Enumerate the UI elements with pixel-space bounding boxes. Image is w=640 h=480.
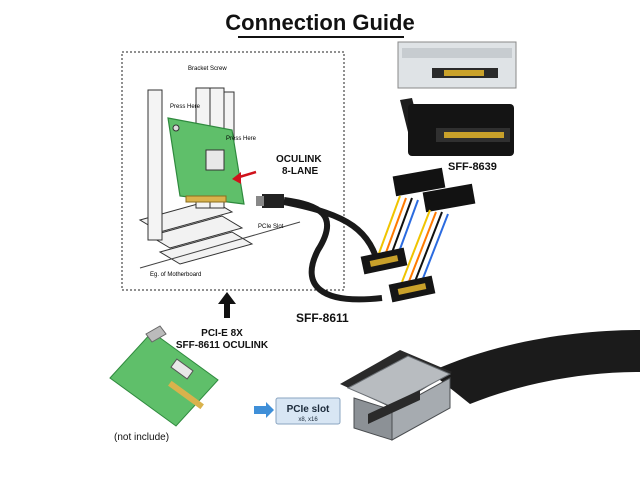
- press-arrow: [232, 170, 257, 184]
- oculink-plug-photo: [340, 330, 640, 441]
- press-here-top-label: Press Here: [170, 104, 201, 110]
- sff8611-splitter: [360, 167, 476, 303]
- pcie-slot-badge-sub: x8, x16: [298, 417, 318, 423]
- sff8639-connector: [397, 41, 517, 156]
- sff8611-oculink-label: SFF-8611 OCULINK: [176, 340, 269, 351]
- pcie-slot-diagram-label: PCIe Slot: [258, 224, 284, 230]
- pcie-slot-badge-main: PCIe slot: [287, 404, 330, 415]
- dashed-frame: [121, 51, 345, 291]
- sff8611-label: SFF-8611: [296, 311, 349, 325]
- pcie-card: [167, 117, 245, 205]
- up-arrow: [218, 292, 236, 318]
- adapter-card-photo: [109, 325, 219, 427]
- press-here-right-label: Press Here: [226, 136, 257, 142]
- bracket-screw-label: Bracket Screw: [188, 66, 227, 72]
- oculink-cable: [256, 194, 383, 303]
- page-title: Connection Guide: [225, 10, 415, 35]
- motherboard-slots: [138, 199, 301, 269]
- not-include-label: (not include): [114, 432, 169, 443]
- pcie-slot-badge: [275, 397, 341, 425]
- eight-lane-label: 8-LANE: [282, 166, 318, 177]
- title-underline: [238, 36, 404, 38]
- sff8639-label: SFF-8639: [448, 161, 497, 173]
- motherboard-label: Eg. of Motherboard: [150, 272, 201, 278]
- pcie-8x-label: PCI-E 8X: [201, 328, 243, 339]
- blue-arrow: [254, 402, 274, 418]
- oculink-label: OCULINK: [276, 154, 322, 165]
